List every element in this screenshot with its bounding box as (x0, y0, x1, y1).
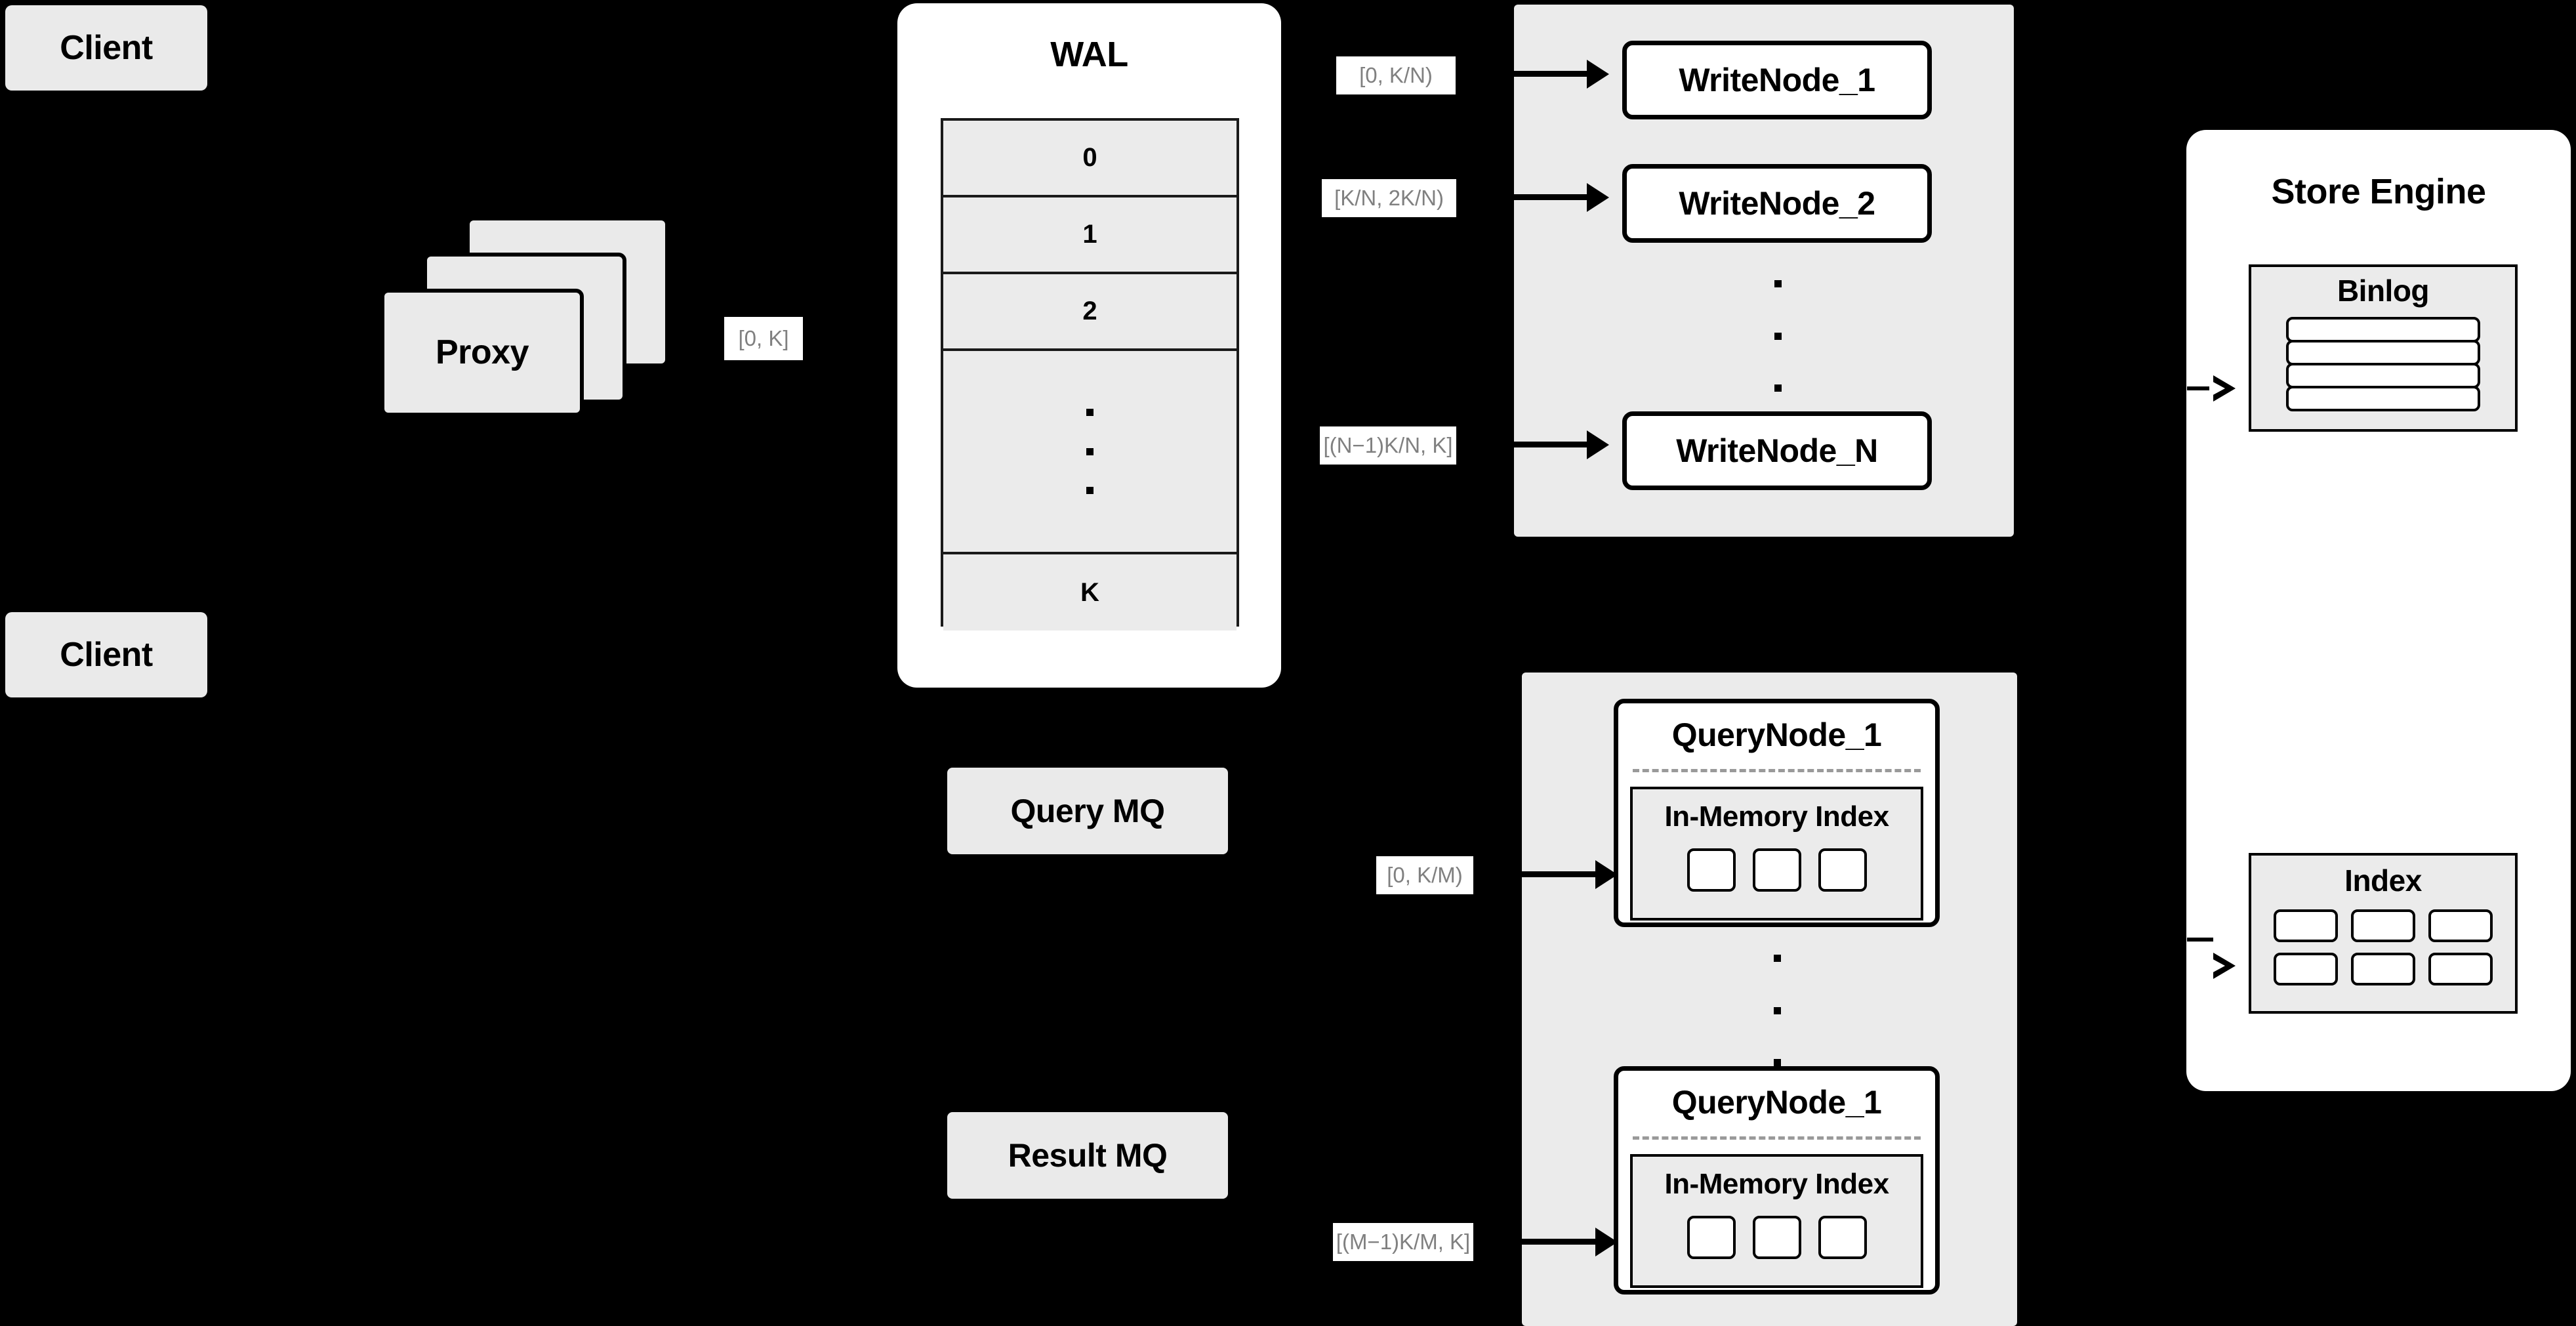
query-node-1-title: QueryNode_1 (1671, 716, 1882, 753)
write-node-n[interactable]: WriteNode_N (1622, 411, 1932, 490)
wal-table: 0 1 2 K (941, 118, 1239, 631)
index-cell[interactable] (2351, 953, 2415, 985)
write-node-1[interactable]: WriteNode_1 (1622, 41, 1932, 119)
query-node-2-title: QueryNode_1 (1671, 1083, 1882, 1121)
wal-row-2[interactable]: 2 (943, 274, 1237, 351)
index-cell[interactable] (2351, 909, 2415, 942)
store-engine-panel: Store Engine Binlog Index (2186, 130, 2571, 1091)
index-cell[interactable] (2274, 953, 2338, 985)
result-mq-box[interactable]: Result MQ (947, 1112, 1228, 1199)
query-cluster-ellipsis-dots (1773, 955, 1781, 1066)
write-node-2-arrow-line (1456, 194, 1587, 200)
write-cluster-panel: WriteNode_1 WriteNode_2 WriteNode_N (1514, 5, 2014, 537)
query-node-1-index-slot[interactable] (1752, 848, 1801, 892)
query-node-2-divider (1633, 1136, 1921, 1140)
query-mq-box[interactable]: Query MQ (947, 768, 1228, 854)
index-cell[interactable] (2428, 953, 2493, 985)
binlog-arrow-head (2209, 375, 2236, 402)
write-node-n-label: WriteNode_N (1676, 432, 1878, 469)
binlog-row[interactable] (2286, 340, 2480, 365)
index-cell[interactable] (2428, 909, 2493, 942)
wal-panel: WAL 0 1 2 K (897, 3, 1281, 688)
client-label-1: Client (60, 28, 153, 67)
client-box-2[interactable]: Client (5, 612, 207, 697)
query-node-2-index-slot[interactable] (1687, 1216, 1736, 1259)
client-box-1[interactable]: Client (5, 5, 207, 91)
store-engine-title: Store Engine (2271, 171, 2486, 211)
binlog-title: Binlog (2337, 273, 2430, 308)
query-node-2-range-label: [(M−1)K/M, K] (1333, 1223, 1473, 1261)
binlog-row[interactable] (2286, 317, 2480, 342)
query-node-1-arrow-head (1595, 860, 1618, 889)
query-node-1[interactable]: QueryNode_1 In-Memory Index (1614, 699, 1940, 927)
write-node-1-range-label: [0, K/N) (1336, 56, 1456, 94)
write-node-n-arrow-line (1456, 442, 1587, 447)
query-mq-label: Query MQ (1010, 792, 1165, 829)
result-mq-label: Result MQ (1008, 1136, 1168, 1174)
proxy-stack[interactable]: Proxy (380, 217, 682, 426)
wal-row-ellipsis (943, 351, 1237, 554)
query-node-1-memory-index: In-Memory Index (1630, 787, 1923, 921)
write-node-1-label: WriteNode_1 (1679, 61, 1875, 98)
index-arrow-line (2187, 938, 2213, 942)
wal-row-k[interactable]: K (943, 554, 1237, 631)
index-cell[interactable] (2274, 909, 2338, 942)
index-title: Index (2344, 863, 2422, 898)
write-node-2-range-label: [K/N, 2K/N) (1322, 179, 1456, 217)
query-node-1-divider (1633, 769, 1921, 772)
index-arrow-head (2209, 953, 2236, 979)
write-node-2-label: WriteNode_2 (1679, 184, 1875, 222)
write-node-1-arrow-head (1587, 60, 1609, 89)
index-section: Index (2249, 853, 2518, 1014)
query-node-1-range-label: [0, K/M) (1376, 856, 1473, 894)
query-node-1-index-slot[interactable] (1687, 848, 1736, 892)
binlog-row[interactable] (2286, 363, 2480, 388)
write-node-1-arrow-line (1456, 71, 1587, 77)
wal-ellipsis-dots (1086, 409, 1094, 494)
write-node-n-range-label: [(N−1)K/N, K] (1320, 426, 1456, 465)
proxy-card-front[interactable]: Proxy (380, 289, 584, 417)
write-node-n-arrow-head (1587, 430, 1609, 459)
write-cluster-ellipsis-dots (1774, 280, 1782, 392)
query-node-2-arrow-line (1473, 1239, 1595, 1245)
proxy-label: Proxy (435, 333, 529, 372)
query-node-1-index-slot[interactable] (1818, 848, 1867, 892)
query-cluster-panel: QueryNode_1 In-Memory Index QueryNode_1 (1522, 673, 2017, 1326)
proxy-range-label: [0, K] (724, 317, 803, 360)
query-node-2-arrow-head (1595, 1228, 1618, 1256)
binlog-section: Binlog (2249, 264, 2518, 432)
client-label-2: Client (60, 635, 153, 674)
binlog-arrow-line (2187, 386, 2213, 390)
query-node-2-memory-index: In-Memory Index (1630, 1154, 1923, 1288)
wal-title: WAL (1050, 34, 1128, 74)
binlog-row[interactable] (2286, 386, 2480, 411)
query-node-1-arrow-line (1473, 871, 1595, 877)
wal-row-1[interactable]: 1 (943, 197, 1237, 274)
write-node-2[interactable]: WriteNode_2 (1622, 164, 1932, 243)
query-node-2[interactable]: QueryNode_1 In-Memory Index (1614, 1066, 1940, 1295)
query-node-2-memory-index-title: In-Memory Index (1664, 1167, 1889, 1200)
wal-row-0[interactable]: 0 (943, 121, 1237, 197)
query-node-2-index-slot[interactable] (1752, 1216, 1801, 1259)
query-node-2-index-slot[interactable] (1818, 1216, 1867, 1259)
write-node-2-arrow-head (1587, 183, 1609, 212)
query-node-1-memory-index-title: In-Memory Index (1664, 800, 1889, 833)
